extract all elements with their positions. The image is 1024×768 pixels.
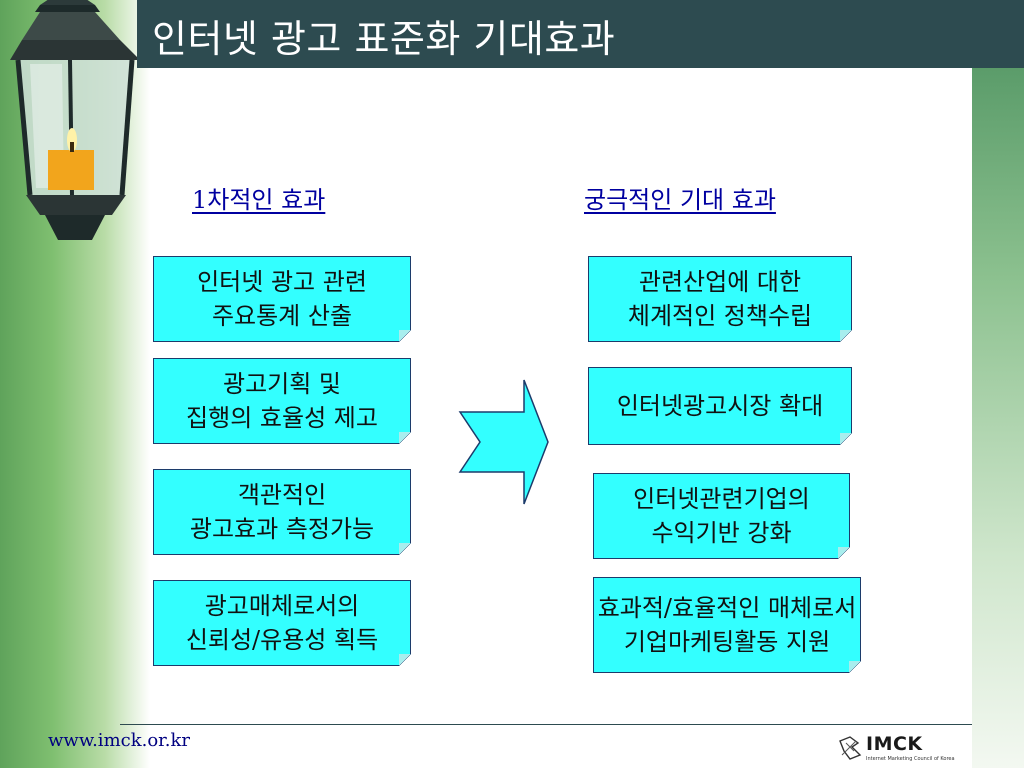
- title-bar: [137, 0, 1024, 68]
- right-box-marketing: 효과적/효율적인 매체로서 기업마케팅활동 지원: [593, 577, 861, 673]
- chevron-arrow-right-icon: [458, 379, 549, 505]
- lantern-illustration-icon: [10, 0, 140, 240]
- right-box-revenue: 인터넷관련기업의 수익기반 강화: [593, 473, 850, 559]
- right-green-background: [972, 68, 1024, 768]
- left-box-statistics: 인터넷 광고 관련 주요통계 산출: [153, 256, 411, 342]
- left-box-measurement: 객관적인 광고효과 측정가능: [153, 469, 411, 555]
- right-box-market: 인터넷광고시장 확대: [588, 367, 852, 445]
- imck-logo-subtext: Internet Marketing Council of Korea: [866, 756, 955, 762]
- right-box-marketing-text: 효과적/효율적인 매체로서 기업마케팅활동 지원: [597, 594, 857, 656]
- right-column-heading: 궁극적인 기대 효과: [584, 186, 776, 214]
- footer-divider: [120, 724, 972, 725]
- left-column-heading: 1차적인 효과: [192, 186, 326, 214]
- imck-logo-icon: [839, 736, 862, 760]
- imck-logo-text: IMCK: [866, 733, 923, 755]
- left-box-credibility: 광고매체로서의 신뢰성/유용성 획득: [153, 580, 411, 666]
- left-box-efficiency: 광고기획 및 집행의 효율성 제고: [153, 358, 411, 444]
- footer-url-link[interactable]: www.imck.or.kr: [48, 730, 191, 751]
- slide-title: 인터넷 광고 표준화 기대효과: [152, 17, 616, 61]
- right-box-policy: 관련산업에 대한 체계적인 정책수립: [588, 256, 852, 342]
